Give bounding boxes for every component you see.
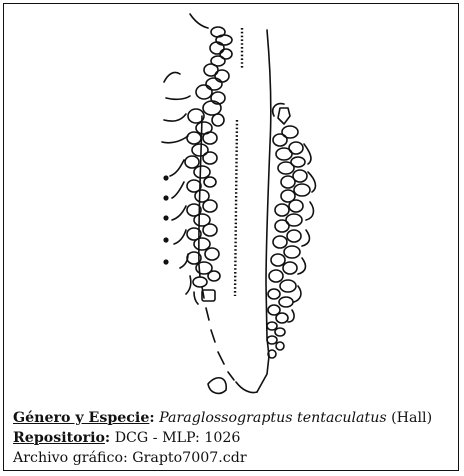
- graptolite-drawing: [4, 4, 460, 404]
- caption-genus-line: Género y Especie: Paraglossograptus tent…: [13, 408, 432, 428]
- specimen-plate: Género y Especie: Paraglossograptus tent…: [3, 3, 459, 471]
- repository-value: DCG - MLP: 1026: [115, 430, 241, 446]
- scale-dots: [163, 175, 168, 264]
- caption-repository-line: Repositorio: DCG - MLP: 1026: [13, 428, 432, 448]
- thecae-cells-left: [185, 27, 232, 301]
- species-author: (Hall): [391, 410, 432, 426]
- species-name: Paraglossograptus tentaculatus: [159, 410, 387, 426]
- specimen-caption: Género y Especie: Paraglossograptus tent…: [13, 408, 432, 468]
- caption-file-line: Archivo gráfico: Grapto7007.cdr: [13, 448, 432, 468]
- thecae-cells-right: [267, 108, 310, 358]
- virgula-dotted-lines: [235, 28, 242, 296]
- genus-label: Género y Especie: [13, 410, 149, 426]
- repository-label: Repositorio: [13, 430, 105, 446]
